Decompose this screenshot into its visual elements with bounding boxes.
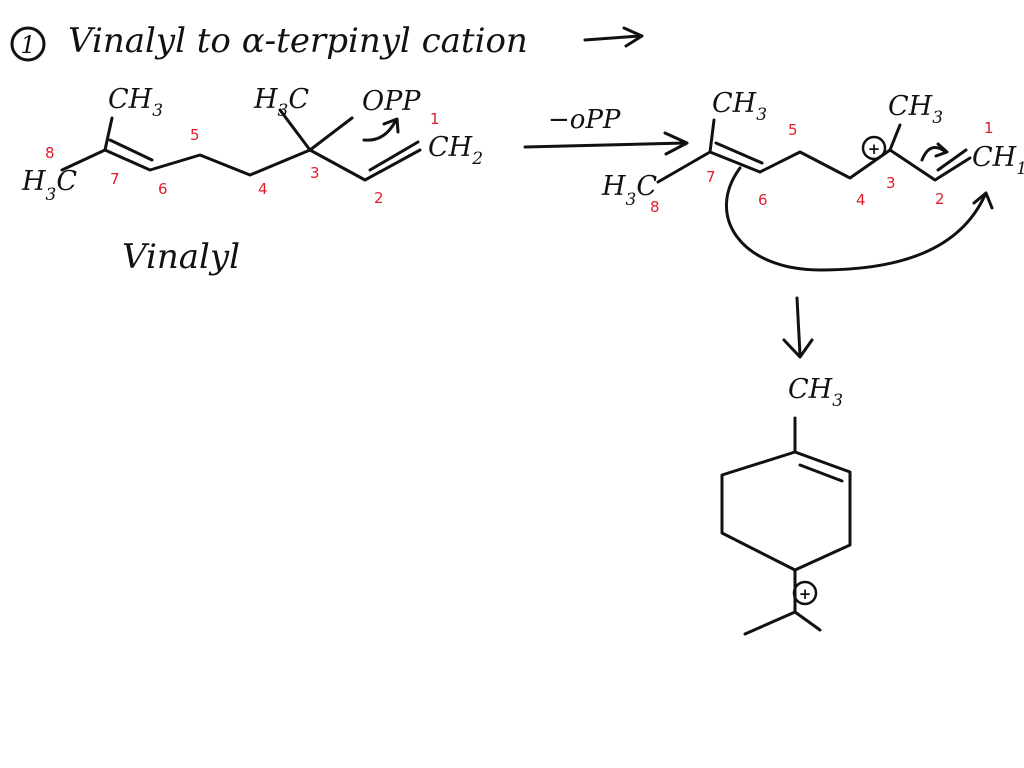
intermediate-bond-c3-methyl (888, 123, 902, 152)
reactant-h3c-middle: H3C (253, 84, 309, 121)
product-ring-double-bond (798, 463, 844, 483)
reactant-double-bond-1-2 (368, 140, 420, 172)
intermediate-label-c5: 5 (788, 121, 798, 139)
intermediate-h3c-left: H3C (601, 171, 657, 210)
reactant-double-bond-6-7 (108, 138, 154, 162)
intermediate-bond-methyl (708, 118, 716, 154)
reactant-label-c6: 6 (158, 180, 168, 198)
product-charge: + (799, 585, 812, 603)
intermediate-label-c3: 3 (886, 174, 896, 192)
reactant-ch3-top: CH3 (108, 84, 163, 121)
intermediate-label-c1: 1 (984, 119, 994, 137)
reactant-bond-c3-opp (308, 116, 354, 152)
reactant-name: Vinalyl (122, 237, 240, 277)
step-number: 1 (20, 31, 35, 59)
reactant-label-c3: 3 (310, 164, 320, 182)
down-arrow (782, 296, 814, 359)
product-ring (720, 450, 852, 572)
product-structure: CH3 + (720, 374, 852, 636)
reactant-label-c4: 4 (258, 180, 268, 198)
reactant-main-chain (60, 148, 422, 182)
page-title: Vinalyl to α-terpinyl cation (68, 21, 528, 61)
intermediate-ch1: CH1 (972, 142, 1024, 179)
vinalyl-structure: CH3 H3C H3C OPP CH2 8 7 6 5 4 3 2 1 Vina… (21, 84, 483, 277)
reactant-label-c2: 2 (374, 189, 384, 207)
reactant-bond-c3-methyl (278, 108, 312, 152)
product-ch3-top: CH3 (788, 374, 843, 411)
intermediate-label-c6: 6 (758, 191, 768, 209)
reactant-h3c-left: H3C (21, 166, 77, 205)
intermediate-double-bond-6-7 (714, 141, 764, 165)
cyclization-arrow (724, 166, 994, 272)
title-arrow (583, 26, 644, 48)
intermediate-ch3-right: CH3 (888, 91, 943, 128)
reactant-ch2: CH2 (428, 132, 483, 169)
intermediate-label-c2: 2 (935, 190, 945, 208)
intermediate-label-c8: 8 (650, 198, 660, 216)
reactant-label-c8: 8 (45, 144, 55, 162)
reaction-step-label: −oPP (548, 105, 621, 135)
intermediate-double-bond-1-2 (936, 148, 968, 172)
product-charge-circle (792, 580, 818, 606)
step-number-circle (10, 26, 46, 62)
intermediate-charge: + (868, 140, 881, 158)
reaction-arrow (523, 131, 689, 156)
reactant-leaving-arrow (362, 117, 400, 142)
intermediate-ch3-top: CH3 (712, 88, 767, 125)
reactant-label-c7: 7 (110, 170, 120, 188)
intermediate-structure: CH3 CH3 H3C CH1 + 8 7 6 5 4 3 2 1 (601, 88, 1024, 272)
reactant-label-c1: 1 (430, 110, 440, 128)
intermediate-charge-circle (861, 135, 887, 161)
intermediate-label-c4: 4 (856, 191, 866, 209)
reactant-opp-group: OPP (362, 86, 421, 117)
intermediate-pi-shift-arrow (920, 142, 949, 162)
reactant-bond-methyl (103, 116, 114, 152)
reactant-label-c5: 5 (190, 126, 200, 144)
intermediate-label-c7: 7 (706, 168, 716, 186)
product-isopropyl-branches (743, 610, 822, 636)
intermediate-main-chain (656, 148, 972, 184)
